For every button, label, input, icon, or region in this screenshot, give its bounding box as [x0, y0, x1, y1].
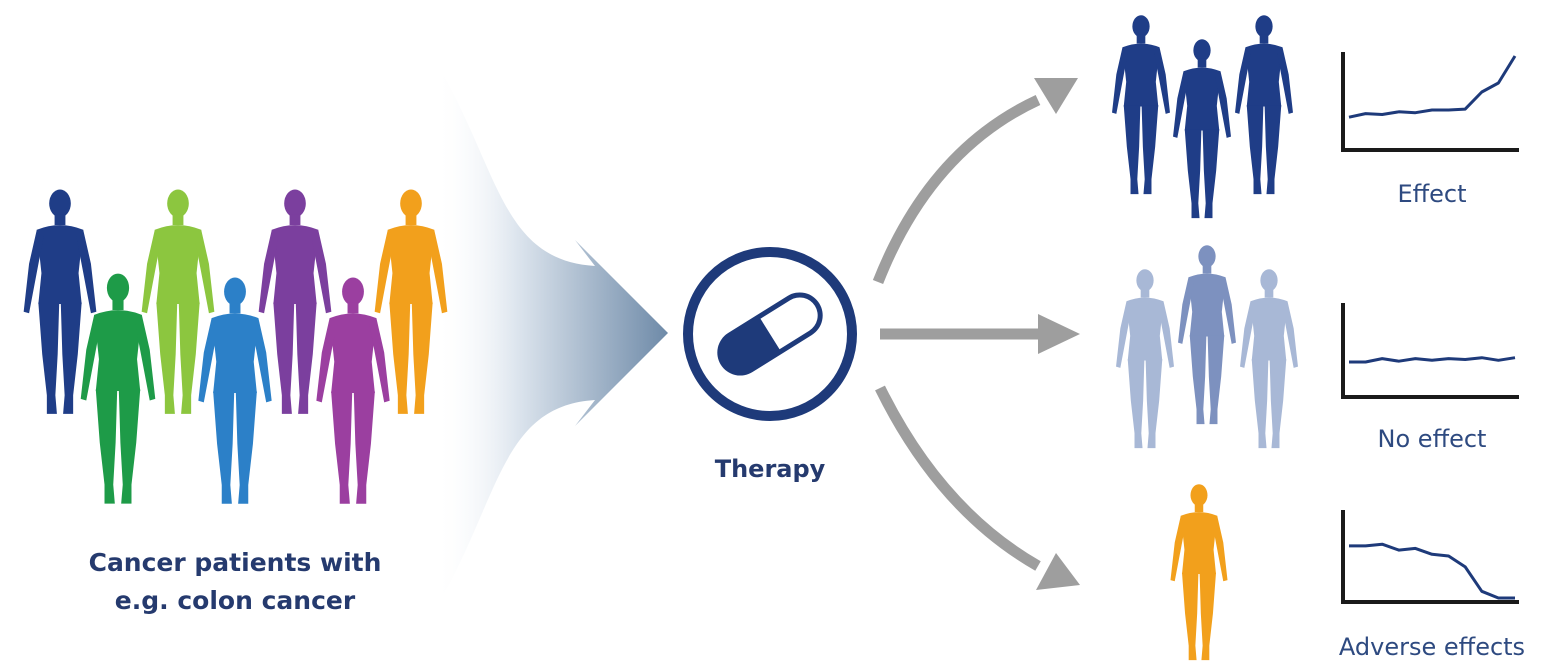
patients-label-line1: Cancer patients with [88, 548, 382, 577]
outcome-figure-icon [1235, 15, 1293, 195]
arrow-adverse-head [1036, 553, 1080, 590]
trend-line [1349, 542, 1515, 600]
outcome-figure-icon [1173, 39, 1231, 219]
patients-label-line2: e.g. colon cancer [114, 586, 356, 615]
outcome-label-no-effect: No effect [1377, 425, 1487, 453]
funnel-arrow [435, 60, 668, 610]
arrow-effect-head [1034, 78, 1078, 114]
outcome-figure-icon [1178, 245, 1236, 425]
outcome-people [1112, 15, 1298, 661]
arrow-heads [1034, 78, 1080, 590]
outcome-label-effect: Effect [1397, 180, 1467, 208]
trend-chart-axes [1341, 303, 1519, 399]
arrow-effect [872, 95, 1041, 285]
outcome-figure-icon [1116, 269, 1174, 449]
outcome-figure-icon [1240, 269, 1298, 449]
patients-group [23, 189, 448, 504]
outcome-charts [1341, 52, 1519, 604]
branch-arrows [872, 95, 1041, 571]
outcome-label-adverse: Adverse effects [1338, 633, 1526, 661]
trend-line [1348, 55, 1517, 119]
arrow-no-effect-head [1038, 314, 1080, 354]
arrow-adverse [875, 385, 1041, 571]
capsule-pill-icon [717, 292, 823, 376]
outcome-figure-icon [1112, 15, 1170, 195]
patients-label: Cancer patients with e.g. colon cancer [40, 544, 430, 620]
outcome-figure-icon [1170, 484, 1228, 661]
trend-chart-axes [1341, 52, 1519, 152]
trend-chart-axes [1341, 510, 1519, 604]
trend-line [1349, 356, 1516, 364]
therapy-label: Therapy [714, 455, 826, 483]
therapy-circle [683, 247, 857, 421]
